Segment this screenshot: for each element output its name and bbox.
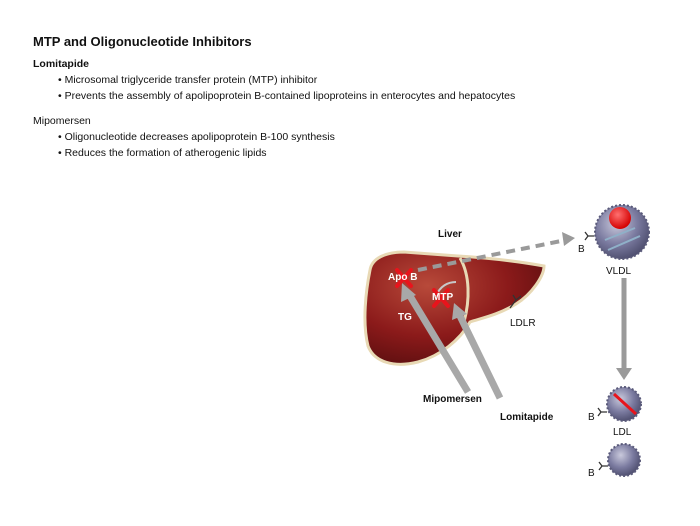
vldl-b-label: B (578, 244, 585, 255)
mtp-inhibit-icon (432, 288, 450, 308)
ldl-particle-small-icon (598, 443, 641, 477)
ldlr-label: LDLR (510, 318, 536, 329)
liver-label: Liver (438, 229, 462, 240)
bottom-b-label: B (588, 468, 595, 479)
drug-name-mipomersen: Mipomersen (33, 115, 91, 127)
mipomersen-arrow (401, 283, 471, 394)
lomitapide-arrow (452, 303, 504, 400)
lomitapide-bullet-1: Microsomal triglyceride transfer protein… (58, 74, 318, 86)
ldl-label: LDL (613, 427, 632, 438)
apo-b-label: Apo B (388, 272, 418, 283)
vldl-label: VLDL (606, 266, 632, 277)
vldl-to-ldl-arrow (616, 278, 632, 380)
lomitapide-bullet-2: Prevents the assembly of apolipoprotein … (58, 90, 516, 102)
apo-b-inhibit-icon (395, 268, 413, 288)
ldlr-receptor-icon (509, 294, 522, 309)
ldl-particle-icon (597, 386, 642, 422)
mipomersen-bullet-2: Reduces the formation of atherogenic lip… (58, 147, 267, 159)
page-title: MTP and Oligonucleotide Inhibitors (33, 34, 252, 49)
mipomersen-bullet-1: Oligonucleotide decreases apolipoprotein… (58, 131, 335, 143)
mipomersen-label: Mipomersen (423, 394, 482, 405)
tg-label: TG (398, 312, 412, 323)
ldl-b-label: B (588, 412, 595, 423)
drug-name-lomitapide: Lomitapide (33, 58, 90, 70)
mtp-label: MTP (432, 292, 454, 303)
lomitapide-label: Lomitapide (500, 412, 554, 423)
vldl-particle-icon (584, 204, 650, 260)
secretion-arrow (417, 232, 575, 272)
